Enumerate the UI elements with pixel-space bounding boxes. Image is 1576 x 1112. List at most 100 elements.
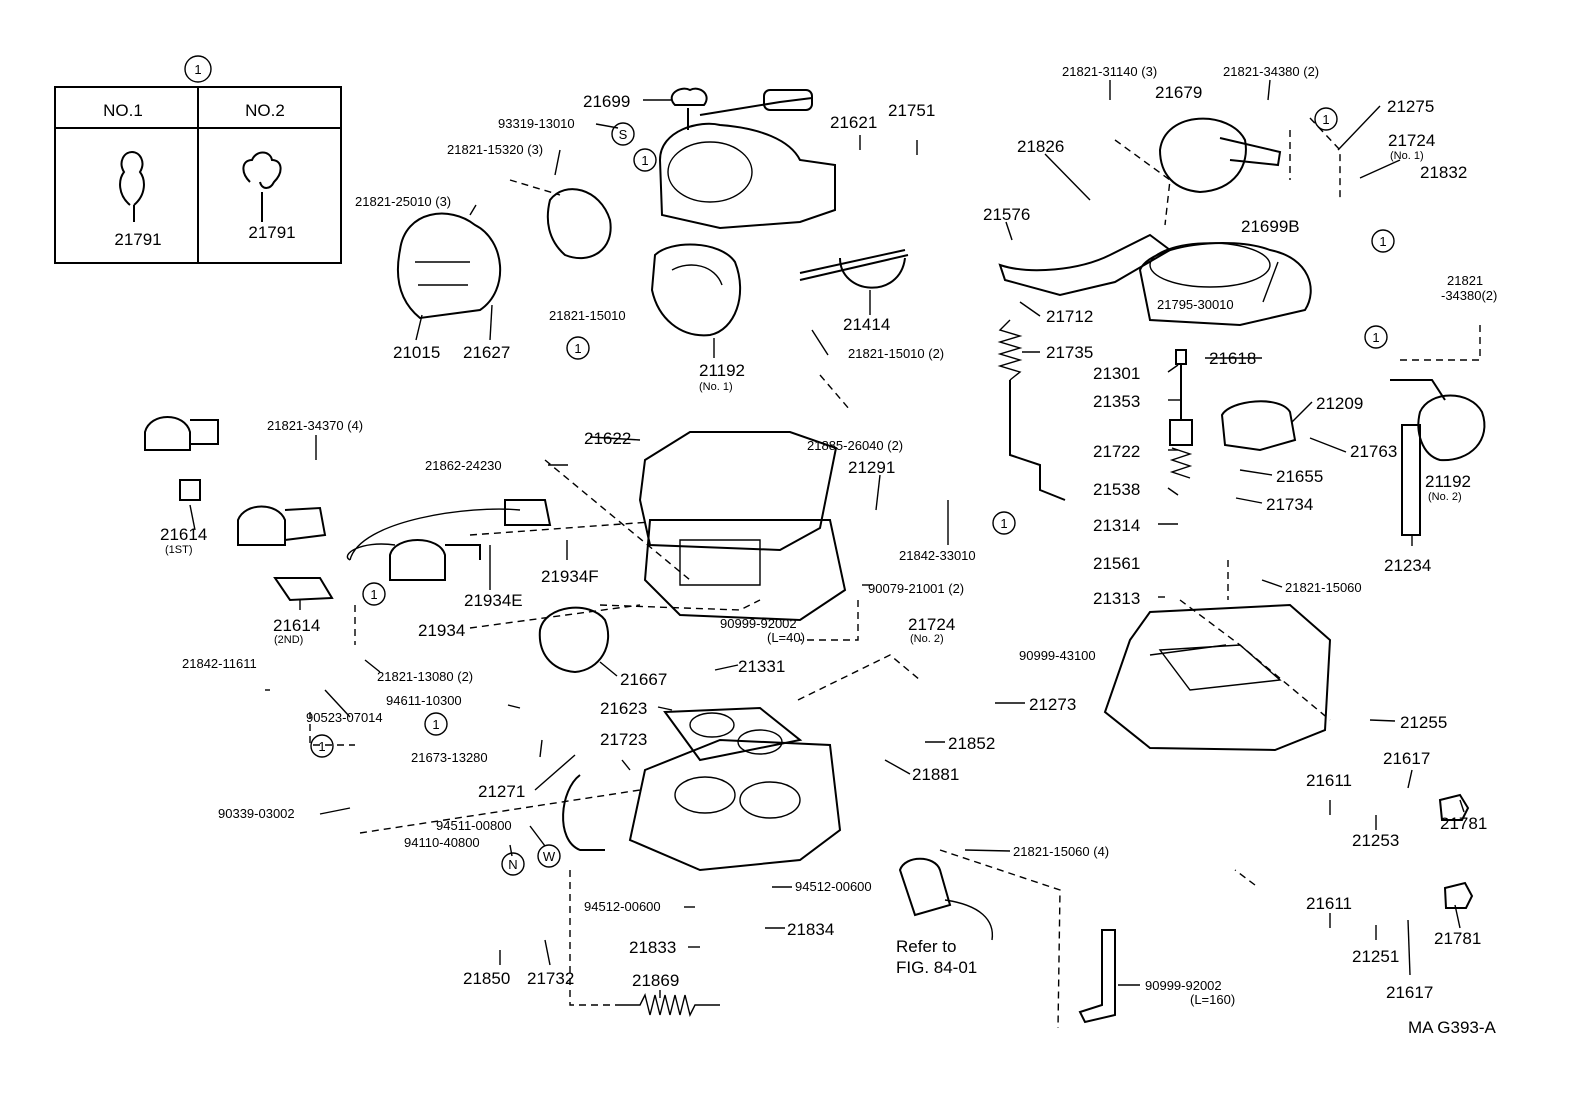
ref-marker-6: 1 [992, 511, 1016, 535]
label-21614-2nd: 21614 [273, 616, 320, 635]
svg-text:1: 1 [1379, 234, 1386, 249]
ref-marker-8: 1 [424, 712, 448, 736]
label-21192-no1-note: (No. 1) [699, 381, 733, 393]
marker-w: W [537, 844, 561, 868]
label-21821-15010b: 21821-15010 (2) [848, 346, 944, 361]
label-21826: 21826 [1017, 137, 1064, 156]
label-94512a: 94512-00600 [795, 879, 872, 894]
label-21763: 21763 [1350, 442, 1397, 461]
inset-col2-part: 21791 [248, 223, 295, 242]
label-21331: 21331 [738, 657, 785, 676]
label-21821-15060b: 21821-15060 (4) [1013, 844, 1109, 859]
label-21852: 21852 [948, 734, 995, 753]
label-21862: 21862-24230 [425, 458, 502, 473]
label-21192-no2: 21192 [1425, 472, 1471, 491]
label-94511: 94511-00800 [436, 818, 512, 833]
label-21781a: 21781 [1440, 814, 1487, 833]
label-21885: 21885-26040 (2) [807, 438, 903, 453]
label-21881: 21881 [912, 765, 959, 784]
label-21611a: 21611 [1306, 771, 1352, 790]
label-21301: 21301 [1093, 364, 1140, 383]
label-21821-31140: 21821-31140 (3) [1062, 64, 1157, 79]
label-21623: 21623 [600, 699, 647, 718]
label-21821-34370: 21821-34370 (4) [267, 418, 363, 433]
label-21834: 21834 [787, 920, 834, 939]
label-21271: 21271 [478, 782, 525, 801]
label-21821-34380a: 21821-34380 (2) [1223, 64, 1319, 79]
label-21414: 21414 [843, 315, 890, 334]
label-21234: 21234 [1384, 556, 1431, 575]
label-21722: 21722 [1093, 442, 1140, 461]
marker-n: N [501, 852, 525, 876]
label-21617a: 21617 [1383, 749, 1430, 768]
label-21699b: 21699B [1241, 217, 1300, 236]
label-21253: 21253 [1352, 831, 1399, 850]
label-21751: 21751 [888, 101, 935, 120]
svg-text:W: W [543, 849, 556, 864]
label-90999-92002b-note: (L=160) [1190, 992, 1235, 1007]
label-90999-92002a: 90999-92002 [720, 616, 797, 631]
label-21192-no2-note: (No. 2) [1428, 491, 1462, 503]
label-21273: 21273 [1029, 695, 1076, 714]
label-21621: 21621 [830, 113, 877, 132]
label-90999-92002a-note: (L=40) [767, 630, 805, 645]
label-21821-13080: 21821-13080 (2) [377, 669, 473, 684]
svg-text:1: 1 [318, 739, 325, 754]
label-21255: 21255 [1400, 713, 1447, 732]
label-21732: 21732 [527, 969, 574, 988]
label-21667: 21667 [620, 670, 667, 689]
part-labels: 21699 93319-13010 21621 21751 21821-1532… [160, 64, 1497, 1037]
label-94110: 94110-40800 [404, 835, 480, 850]
float-bowl-drawing [643, 519, 847, 622]
label-21724a-note: (No. 1) [1390, 150, 1424, 162]
label-94512b: 94512-00600 [584, 899, 661, 914]
label-21850: 21850 [463, 969, 510, 988]
ref-marker-1: 1 [633, 148, 657, 172]
inset-col2-header: NO.2 [245, 101, 285, 120]
label-21699: 21699 [583, 92, 630, 111]
label-21209: 21209 [1316, 394, 1363, 413]
label-21724b: 21724 [908, 615, 955, 634]
label-21934: 21934 [418, 621, 465, 640]
label-21821-15320: 21821-15320 (3) [447, 142, 543, 157]
label-21251: 21251 [1352, 947, 1399, 966]
label-21614-2nd-note: (2ND) [274, 634, 303, 646]
label-21821b: 21821 [1447, 273, 1483, 288]
label-21353: 21353 [1093, 392, 1140, 411]
ref-marker-7: 1 [362, 582, 386, 606]
label-21934f: 21934F [541, 567, 599, 586]
label-90079: 90079-21001 (2) [868, 581, 964, 596]
label-21832: 21832 [1420, 163, 1467, 182]
inset-marker-circle [184, 55, 212, 83]
inset-col1-header: NO.1 [103, 101, 143, 120]
label-90523: 90523-07014 [306, 710, 383, 725]
label-90999-43100: 90999-43100 [1019, 648, 1096, 663]
label-21617b: 21617 [1386, 983, 1433, 1002]
label-93319: 93319-13010 [498, 116, 575, 131]
component-drawings [144, 87, 1486, 1024]
inset-marker-text: 1 [194, 62, 201, 77]
label-21833: 21833 [629, 938, 676, 957]
clip-type-inset: 1 NO.1 NO.2 21791 21791 [54, 55, 342, 264]
clip-no1-drawing [119, 150, 145, 222]
inset-col1-part: 21791 [114, 230, 161, 249]
label-21734: 21734 [1266, 495, 1313, 514]
leader-lines [189, 79, 1465, 998]
svg-text:1: 1 [574, 341, 581, 356]
svg-text:1: 1 [370, 587, 377, 602]
label-21712: 21712 [1046, 307, 1093, 326]
label-21781b: 21781 [1434, 929, 1481, 948]
svg-text:1: 1 [1372, 330, 1379, 345]
marker-s: S [611, 122, 635, 146]
label-21314: 21314 [1093, 516, 1140, 535]
label-21723: 21723 [600, 730, 647, 749]
label-21627: 21627 [463, 343, 510, 362]
svg-text:1: 1 [641, 153, 648, 168]
label-21275: 21275 [1387, 97, 1434, 116]
label-21538: 21538 [1093, 480, 1140, 499]
gasket-21622-drawing [638, 431, 838, 552]
label-34380b: -34380(2) [1441, 288, 1497, 303]
label-fig-84-01: FIG. 84-01 [896, 958, 977, 977]
ref-marker-2: 1 [566, 336, 590, 360]
label-21561: 21561 [1093, 554, 1140, 573]
